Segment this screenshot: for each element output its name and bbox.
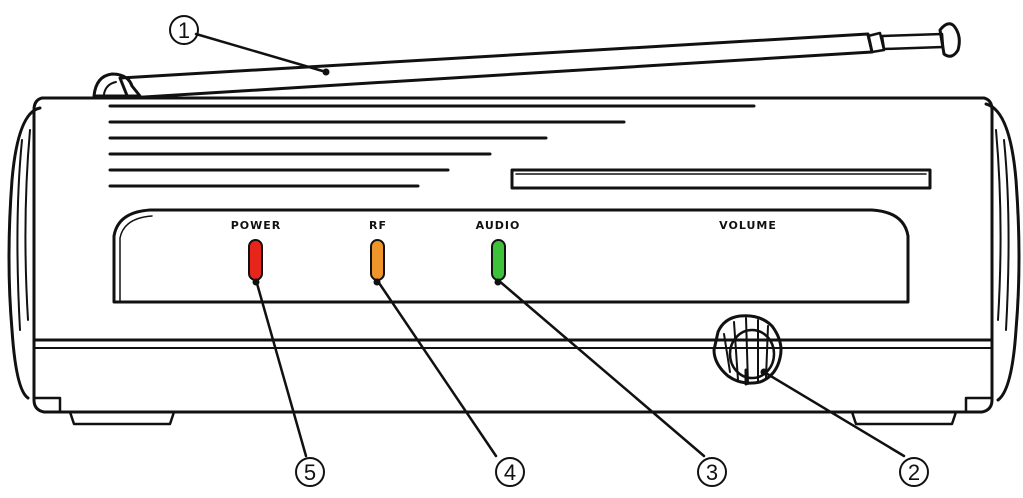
callout-rf-led: 4 bbox=[495, 457, 525, 487]
speaker-grille bbox=[108, 104, 756, 188]
volume-label: VOLUME bbox=[719, 219, 777, 232]
callout-audio-led-number: 3 bbox=[706, 460, 718, 485]
volume-knob[interactable] bbox=[712, 314, 783, 386]
audio-label: AUDIO bbox=[476, 219, 521, 232]
display-window bbox=[510, 168, 932, 190]
control-panel bbox=[112, 208, 910, 304]
rf-led bbox=[370, 239, 385, 281]
callout-antenna-number: 1 bbox=[178, 18, 190, 43]
telescopic-antenna bbox=[92, 22, 961, 100]
callout-audio-led: 3 bbox=[697, 457, 727, 487]
power-led bbox=[248, 239, 263, 281]
callout-power-led-number: 5 bbox=[304, 460, 316, 485]
audio-led bbox=[491, 239, 506, 281]
receiver-body bbox=[7, 96, 1021, 426]
rf-label: RF bbox=[369, 219, 387, 232]
callout-volume-knob-number: 2 bbox=[908, 460, 920, 485]
callout-volume-knob: 2 bbox=[899, 457, 929, 487]
power-label: POWER bbox=[231, 219, 282, 232]
leader-lines bbox=[194, 32, 906, 458]
callout-power-led: 5 bbox=[295, 457, 325, 487]
callout-rf-led-number: 4 bbox=[504, 460, 516, 485]
callout-antenna: 1 bbox=[169, 15, 199, 45]
